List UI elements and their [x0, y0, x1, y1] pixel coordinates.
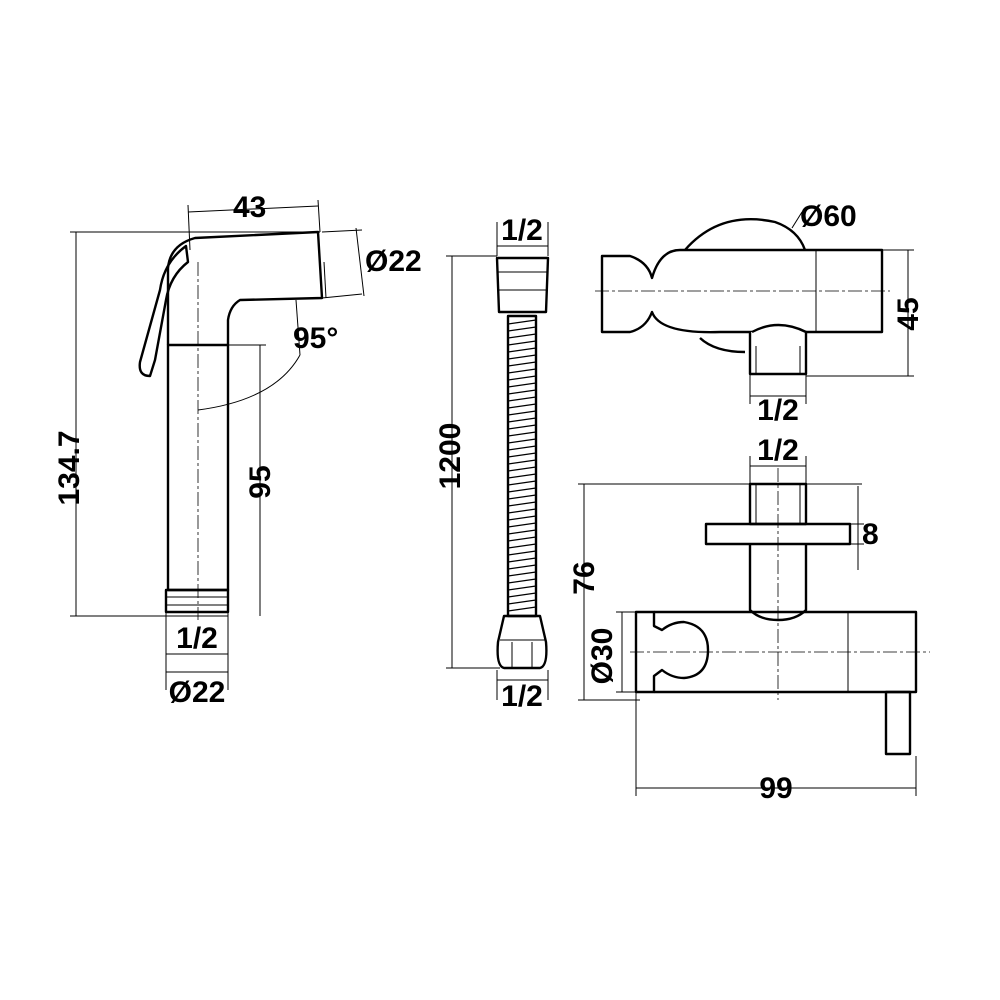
hose-rib	[507, 389, 537, 395]
dim-handshower-thread: 1/2	[176, 622, 218, 655]
hose-rib	[507, 494, 537, 500]
hose-rib	[507, 368, 537, 374]
hose-rib	[507, 396, 537, 402]
dim-holder-overall-width: 99	[759, 772, 792, 805]
hose-rib	[507, 515, 537, 521]
holder-lever	[884, 690, 912, 756]
dim-holder-flange-thickness: 8	[862, 518, 879, 551]
hose-rib	[507, 361, 537, 367]
hose-rib	[507, 543, 537, 549]
hose-rib	[507, 550, 537, 556]
dim-holder-height: 45	[892, 297, 925, 330]
hose-rib	[507, 466, 537, 472]
dim-handshower-width: 43	[233, 191, 266, 224]
holder-top-view: Ø60 45 1/2	[595, 200, 925, 427]
handshower-view: 43 Ø22 95° 134.7 95 1/2 Ø22	[53, 191, 422, 709]
hose-rib	[507, 326, 537, 332]
dim-holder-top-thread: 1/2	[757, 394, 799, 427]
hose-rib	[507, 606, 537, 612]
hose-rib	[507, 424, 537, 430]
hose-rib	[507, 536, 537, 542]
dim-handshower-grip-length: 95	[244, 465, 277, 498]
hose-rib	[507, 571, 537, 577]
holder-flange	[684, 218, 807, 251]
hose-rib	[507, 438, 537, 444]
hose-rib	[507, 347, 537, 353]
dim-holder-overall-height: 76	[568, 561, 601, 594]
hose-rib	[507, 459, 537, 465]
hose-rib	[507, 557, 537, 563]
hose-rib	[507, 410, 537, 416]
hose-rib	[507, 445, 537, 451]
dim-holder-flange-diameter: Ø60	[800, 200, 857, 233]
hose-top-nut	[495, 256, 550, 314]
dim-hose-thread-bottom: 1/2	[501, 680, 543, 713]
hose-rib	[507, 382, 537, 388]
dim-handshower-base-diameter: Ø22	[169, 676, 226, 709]
hose-rib	[507, 578, 537, 584]
hose-rib	[507, 480, 537, 486]
hose-rib	[507, 473, 537, 479]
holder-front-view: 1/2 8 76 Ø30 99	[568, 434, 930, 805]
hose-rib	[507, 319, 537, 325]
hose-rib	[507, 501, 537, 507]
hose-rib	[507, 508, 537, 514]
hose-rib	[507, 431, 537, 437]
dim-holder-body-diameter: Ø30	[586, 628, 619, 685]
hose-corrugation	[507, 319, 537, 612]
hose-rib	[507, 417, 537, 423]
dim-hose-length: 1200	[434, 423, 467, 490]
hose-rib	[507, 599, 537, 605]
hose-rib	[507, 529, 537, 535]
dim-holder-front-thread: 1/2	[757, 434, 799, 467]
handshower-lever	[138, 244, 190, 378]
dim-hose-thread-top: 1/2	[501, 214, 543, 247]
hose-rib	[507, 585, 537, 591]
hose-rib	[507, 564, 537, 570]
hose-rib	[507, 522, 537, 528]
hose-rib	[507, 354, 537, 360]
hose-rib	[507, 403, 537, 409]
handshower-thread	[164, 588, 230, 614]
hose-view: 1/2 1200 1/2	[434, 214, 550, 713]
dim-handshower-nozzle-diameter: Ø22	[365, 245, 422, 278]
hose-rib	[507, 333, 537, 339]
hose-bottom-nut	[496, 614, 548, 670]
hose-rib	[507, 375, 537, 381]
hose-rib	[507, 487, 537, 493]
hose-rib	[507, 340, 537, 346]
dim-handshower-height: 134.7	[53, 430, 86, 505]
hose-rib	[507, 452, 537, 458]
holder-outlet	[748, 323, 808, 376]
hose-rib	[507, 592, 537, 598]
dim-handshower-angle: 95°	[293, 322, 338, 355]
